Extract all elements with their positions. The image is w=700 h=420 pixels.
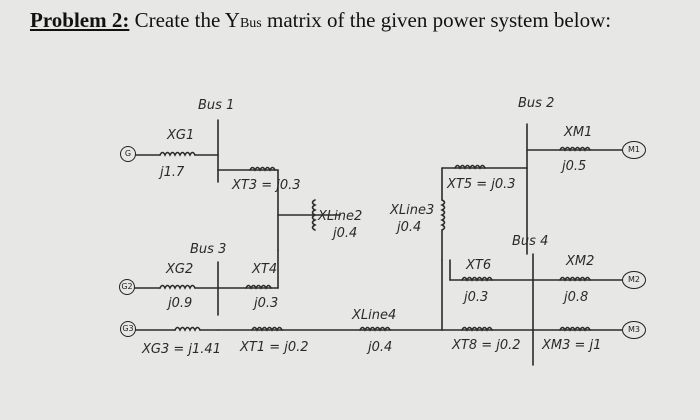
xm2-coil [559, 276, 591, 282]
xg3-label: XG3 = j1.41 [142, 342, 221, 357]
xm3-coil [559, 326, 591, 332]
motor-m1-icon: M1 [622, 141, 646, 159]
xline2-coil [311, 199, 317, 231]
xt8-coil [461, 326, 493, 332]
generator-g2-icon: G2 [119, 279, 135, 295]
generator-g1-icon: G [120, 146, 136, 162]
bus4-label: Bus 4 [512, 234, 549, 249]
bus3-label: Bus 3 [190, 242, 227, 257]
xg2-value: j0.9 [168, 296, 193, 311]
xg1-coil [159, 151, 196, 157]
xline3-coil [440, 199, 446, 231]
xline2-value: j0.4 [333, 226, 358, 241]
xline3-label: XLine3 [390, 203, 435, 218]
xt1-coil [251, 326, 283, 332]
xm1-value: j0.5 [562, 159, 587, 174]
xline4-coil [359, 326, 391, 332]
xt4-value: j0.3 [254, 296, 279, 311]
xg1-value: j1.7 [160, 165, 185, 180]
xline2-label: XLine2 [318, 209, 363, 224]
problem-statement: Problem 2: Create the YBus matrix of the… [30, 8, 611, 33]
xg3-coil [174, 326, 201, 332]
xm2-value: j0.8 [564, 290, 589, 305]
xm1-label: XM1 [564, 125, 593, 140]
xt3-label: XT3 = j0.3 [232, 178, 301, 193]
xt5-coil [454, 164, 486, 170]
xt6-coil [461, 276, 493, 282]
generator-g3-icon: G3 [120, 321, 136, 337]
xg2-label: XG2 [166, 262, 194, 277]
bus1-label: Bus 1 [198, 98, 235, 113]
bus2-label: Bus 2 [518, 96, 555, 111]
xm3-label: XM3 = j1 [542, 338, 602, 353]
problem-number: Problem 2: [30, 8, 130, 32]
problem-text-start: Create the Y [129, 8, 240, 32]
xt6-value: j0.3 [464, 290, 489, 305]
xm2-label: XM2 [566, 254, 595, 269]
problem-text-end: matrix of the given power system below: [261, 8, 612, 32]
motor-m2-icon: M2 [622, 271, 646, 289]
xt5-label: XT5 = j0.3 [447, 177, 516, 192]
xt1-label: XT1 = j0.2 [240, 340, 309, 355]
xg2-coil [159, 284, 196, 290]
xg1-label: XG1 [167, 128, 195, 143]
xt6-label: XT6 [466, 258, 492, 273]
motor-m3-icon: M3 [622, 321, 646, 339]
xt8-label: XT8 = j0.2 [452, 338, 521, 353]
xt3-coil [249, 166, 276, 172]
xline3-value: j0.4 [397, 220, 422, 235]
xt4-label: XT4 [252, 262, 278, 277]
ybus-subscript: Bus [239, 16, 262, 31]
xline4-label: XLine4 [352, 308, 397, 323]
xt4-coil [245, 284, 272, 290]
xm1-coil [559, 146, 591, 152]
xline4-value: j0.4 [368, 340, 393, 355]
